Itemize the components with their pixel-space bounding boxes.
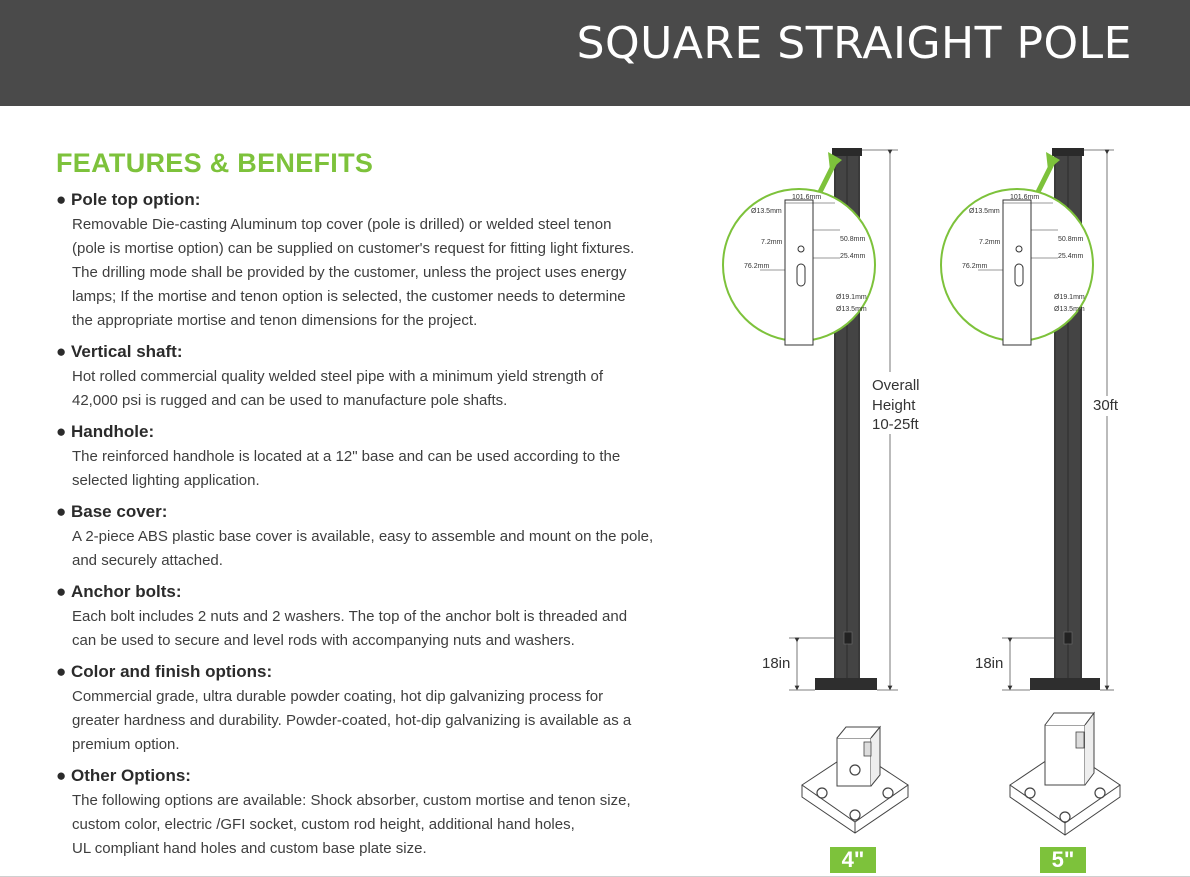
bullet-icon: ● (56, 766, 67, 785)
feature-item: ●Anchor bolts: Each bolt includes 2 nuts… (56, 579, 696, 653)
feature-item: ●Handhole: The reinforced handhole is lo… (56, 419, 696, 493)
height-label: Height (872, 397, 916, 414)
bullet-icon: ● (56, 502, 67, 521)
dim-slot-h: Ø13.5mm (1054, 306, 1085, 313)
dim-height-a: 50.8mm (1058, 236, 1083, 243)
height-label: Overall (872, 377, 920, 394)
base-plate (815, 678, 877, 690)
features-heading: FEATURES & BENEFITS (56, 148, 374, 178)
dim-height-b: 25.4mm (1058, 253, 1083, 260)
feature-item: ●Vertical shaft: Hot rolled commercial q… (56, 339, 696, 413)
base-illustration (801, 725, 909, 834)
feature-description: Removable Die-casting Aluminum top cover… (72, 216, 635, 329)
feature-title: Other Options: (71, 766, 191, 785)
bullet-icon: ● (56, 422, 67, 441)
feature-title: Pole top option: (71, 190, 201, 209)
base-height-label: 18in (762, 655, 790, 672)
height-label: 30ft (1093, 397, 1119, 414)
dim-hole-top: Ø13.5mm (751, 208, 782, 215)
base-height-label: 18in (975, 655, 1003, 672)
pole-right: 30ft 18in 101.6mm Ø13.5mm 7.2mm 50.8mm 2… (940, 148, 1122, 836)
feature-list: ●Pole top option: Removable Die-casting … (56, 187, 696, 867)
dim-slot-w: Ø19.1mm (836, 294, 867, 301)
feature-title: Base cover: (71, 502, 168, 521)
feature-description: The following options are available: Sho… (72, 792, 631, 857)
base-illustration (1009, 711, 1121, 836)
dim-width: 101.6mm (1010, 194, 1039, 201)
feature-description: The reinforced handhole is located at a … (72, 448, 621, 489)
feature-title: Anchor bolts: (71, 582, 182, 601)
base-plate (1030, 678, 1100, 690)
dim-depth: 76.2mm (962, 263, 987, 270)
handhole (843, 631, 853, 645)
dim-width: 101.6mm (792, 194, 821, 201)
size-badge-4in: 4" (830, 847, 876, 873)
height-label: 10-25ft (872, 416, 920, 433)
dim-height-b: 25.4mm (840, 253, 865, 260)
bullet-icon: ● (56, 342, 67, 361)
page-title: SQUARE STRAIGHT POLE (576, 18, 1132, 69)
feature-item: ●Other Options: The following options ar… (56, 763, 696, 861)
size-badge-5in: 5" (1040, 847, 1086, 873)
feature-item: ●Pole top option: Removable Die-casting … (56, 187, 696, 333)
handhole (1063, 631, 1073, 645)
bullet-icon: ● (56, 582, 67, 601)
dim-hole-top: Ø13.5mm (969, 208, 1000, 215)
feature-description: A 2-piece ABS plastic base cover is avai… (72, 528, 654, 569)
dim-slot-h: Ø13.5mm (836, 306, 867, 313)
dim-depth: 76.2mm (744, 263, 769, 270)
feature-description: Each bolt includes 2 nuts and 2 washers.… (72, 608, 628, 649)
feature-item: ●Color and finish options: Commercial gr… (56, 659, 696, 757)
dim-slot-w: Ø19.1mm (1054, 294, 1085, 301)
feature-title: Color and finish options: (71, 662, 273, 681)
feature-item: ●Base cover: A 2-piece ABS plastic base … (56, 499, 696, 573)
feature-title: Handhole: (71, 422, 155, 441)
pole-left: Overall Height 10-25ft 18in 101.6mm Ø13.… (722, 148, 926, 834)
feature-description: Commercial grade, ultra durable powder c… (72, 688, 632, 753)
bullet-icon: ● (56, 662, 67, 681)
dim-offset: 7.2mm (761, 239, 783, 246)
feature-description: Hot rolled commercial quality welded ste… (72, 368, 604, 409)
bullet-icon: ● (56, 190, 67, 209)
header-bar: SQUARE STRAIGHT POLE (0, 0, 1190, 106)
dim-height-a: 50.8mm (840, 236, 865, 243)
feature-title: Vertical shaft: (71, 342, 183, 361)
dim-offset: 7.2mm (979, 239, 1001, 246)
